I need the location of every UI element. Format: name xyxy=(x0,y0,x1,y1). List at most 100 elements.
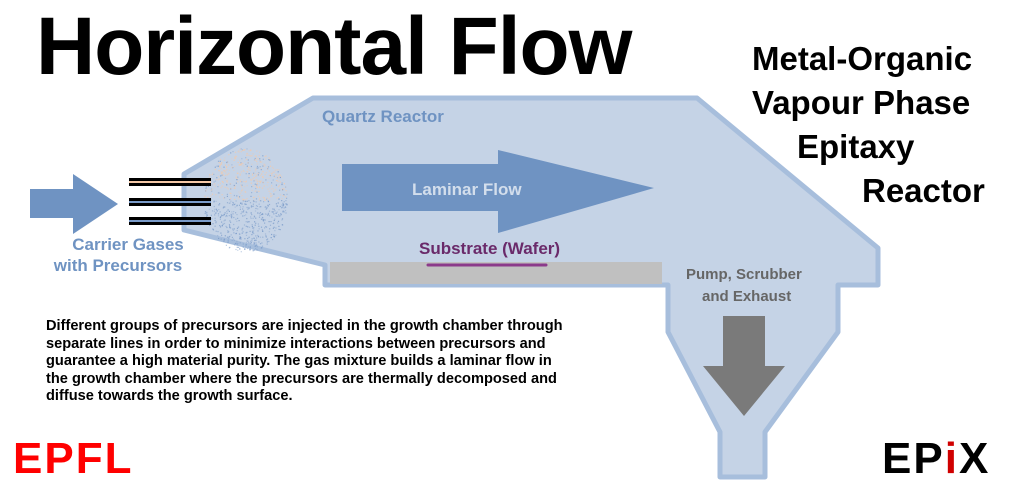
precursor-particle xyxy=(258,203,260,205)
precursor-particle xyxy=(268,157,270,159)
precursor-particle xyxy=(254,179,256,181)
precursor-particle xyxy=(269,187,271,189)
precursor-particle xyxy=(221,174,223,176)
precursor-particle xyxy=(233,203,235,206)
precursor-particle xyxy=(259,243,262,245)
precursor-particle xyxy=(254,183,256,185)
precursor-particle xyxy=(226,166,228,168)
precursor-particle xyxy=(248,200,250,202)
precursor-particle xyxy=(266,207,268,209)
precursor-particle xyxy=(215,221,217,223)
precursor-particle xyxy=(238,233,241,235)
precursor-particle xyxy=(258,180,260,182)
precursor-particle xyxy=(238,151,240,153)
precursor-particle xyxy=(255,187,257,190)
precursor-particle xyxy=(245,203,247,205)
precursor-particle xyxy=(261,247,263,249)
precursor-particle xyxy=(262,196,264,198)
precursor-particle xyxy=(226,195,228,197)
precursor-particle xyxy=(259,166,261,168)
precursor-particle xyxy=(248,207,250,209)
precursor-particle xyxy=(254,196,256,198)
exhaust-label-line-1: Pump, Scrubber xyxy=(686,266,802,283)
precursor-particle xyxy=(230,213,232,215)
precursor-particle xyxy=(217,186,219,188)
precursor-particle xyxy=(266,197,268,199)
precursor-particle xyxy=(224,219,226,221)
precursor-particle xyxy=(255,222,257,224)
epix-logo: EPiX xyxy=(882,437,990,481)
precursor-particle xyxy=(267,205,269,207)
precursor-particle xyxy=(256,183,258,185)
precursor-particle xyxy=(260,168,262,170)
precursor-particle xyxy=(217,165,220,167)
precursor-particle xyxy=(217,231,219,233)
precursor-particle xyxy=(227,179,229,181)
precursor-particle xyxy=(218,192,221,194)
precursor-particle xyxy=(218,170,220,172)
precursor-particle xyxy=(241,186,243,188)
precursor-particle xyxy=(259,151,261,153)
laminar-flow-arrow xyxy=(342,150,654,233)
precursor-particle xyxy=(223,222,226,225)
precursor-particle xyxy=(210,189,212,192)
precursor-particle xyxy=(255,174,258,176)
precursor-particle xyxy=(269,165,272,167)
precursor-particle xyxy=(244,247,246,250)
precursor-particle xyxy=(250,205,253,207)
precursor-particle xyxy=(234,206,236,208)
precursor-particle xyxy=(242,246,244,248)
precursor-particle xyxy=(255,247,257,250)
precursor-particle xyxy=(211,174,213,176)
precursor-particle xyxy=(249,249,251,251)
precursor-particle xyxy=(276,177,279,179)
precursor-particle xyxy=(216,165,218,167)
precursor-particle xyxy=(237,181,239,183)
precursor-particle xyxy=(256,165,259,168)
precursor-particle xyxy=(230,192,232,195)
precursor-particle xyxy=(274,218,276,220)
precursor-particle xyxy=(251,186,253,188)
precursor-particle xyxy=(279,174,281,177)
precursor-particle xyxy=(241,232,243,234)
precursor-particle xyxy=(256,237,258,239)
precursor-particle xyxy=(273,222,275,224)
precursor-particle xyxy=(213,183,215,185)
precursor-particle xyxy=(259,175,261,177)
precursor-particle xyxy=(235,212,237,214)
precursor-particle xyxy=(282,224,284,226)
precursor-particle xyxy=(283,194,285,196)
precursor-particle xyxy=(210,178,212,180)
inlet-label-line-1: Carrier Gases xyxy=(72,235,184,254)
precursor-particle xyxy=(272,239,274,241)
precursor-particle xyxy=(232,204,234,206)
precursor-particle xyxy=(246,148,248,150)
precursor-particle xyxy=(249,242,251,244)
precursor-particle xyxy=(252,153,254,155)
description-line: Different groups of precursors are injec… xyxy=(46,318,563,334)
precursor-particle xyxy=(242,211,245,213)
precursor-particle xyxy=(267,201,270,203)
precursor-particle xyxy=(238,198,240,200)
precursor-particle xyxy=(257,208,259,210)
precursor-particle xyxy=(232,238,234,240)
precursor-particle xyxy=(221,180,223,183)
precursor-particle xyxy=(281,206,283,208)
precursor-particle xyxy=(209,224,211,226)
precursor-particle xyxy=(231,164,233,166)
precursor-particle xyxy=(233,216,235,219)
precursor-particle xyxy=(243,170,245,172)
precursor-particle xyxy=(214,225,216,227)
precursor-particle xyxy=(260,206,262,208)
precursor-particle xyxy=(254,173,256,175)
precursor-particle xyxy=(283,201,285,203)
precursor-particle xyxy=(265,155,267,157)
precursor-particle xyxy=(276,179,278,181)
precursor-particle xyxy=(285,200,287,202)
precursor-particle xyxy=(250,165,252,168)
precursor-particle xyxy=(256,157,258,159)
precursor-particle xyxy=(247,226,249,228)
precursor-particle xyxy=(252,205,254,207)
precursor-particle xyxy=(255,168,257,170)
precursor-particle xyxy=(265,236,267,238)
